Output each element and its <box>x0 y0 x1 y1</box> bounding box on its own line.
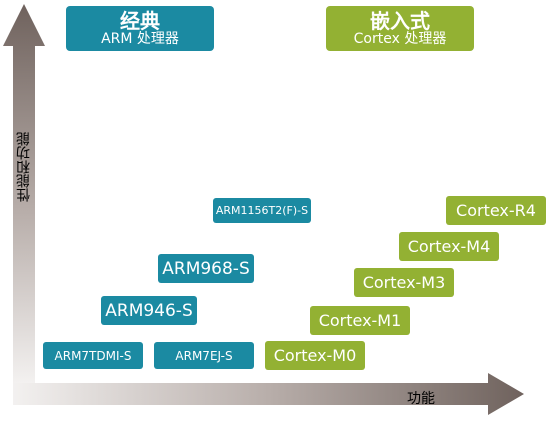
processor-cortex-m4: Cortex-M4 <box>399 232 499 261</box>
classic-arm-header: 经典 ARM 处理器 <box>66 6 214 51</box>
processor-cortex-m3: Cortex-M3 <box>354 268 454 297</box>
classic-header-title: 经典 <box>120 8 160 33</box>
processor-arm946-s: ARM946-S <box>101 296 197 325</box>
x-axis-label: 功能 <box>407 391 435 407</box>
classic-header-subtitle: ARM 处理器 <box>101 30 179 47</box>
embedded-cortex-header: 嵌入式 Cortex 处理器 <box>326 6 474 51</box>
embedded-header-title: 嵌入式 <box>370 8 430 33</box>
y-axis-arrow <box>3 4 45 383</box>
processor-cortex-m0: Cortex-M0 <box>265 341 365 370</box>
processor-cortex-r4: Cortex-R4 <box>446 196 546 225</box>
processor-arm968-s: ARM968-S <box>158 254 254 283</box>
processor-cortex-m1: Cortex-M1 <box>310 306 410 335</box>
processor-arm7ej-s: ARM7EJ-S <box>154 342 254 369</box>
processor-arm1156t2f-s: ARM1156T2(F)-S <box>213 198 311 223</box>
processor-arm7tdmi-s: ARM7TDMI-S <box>43 342 143 369</box>
x-axis-arrow <box>13 373 524 415</box>
embedded-header-subtitle: Cortex 处理器 <box>353 30 447 47</box>
y-axis-label: 性能和功能 <box>16 132 32 202</box>
